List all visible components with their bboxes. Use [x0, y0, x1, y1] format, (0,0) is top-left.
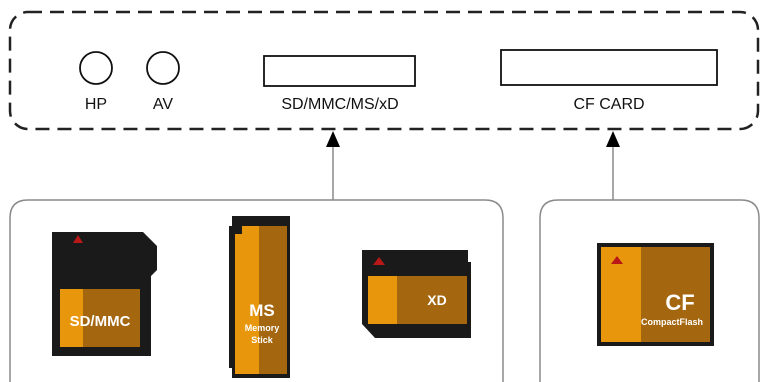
hp-jack-icon	[79, 51, 113, 85]
compactflash-card: CF CompactFlash	[597, 243, 714, 346]
xd-card-label: XD	[427, 292, 446, 308]
cf-card-slot	[500, 49, 718, 86]
xd-card-marker-icon	[373, 257, 385, 265]
cf-card-marker-icon	[611, 256, 623, 264]
sd-card-label: SD/MMC	[70, 313, 131, 330]
sd-mmc-ms-xd-slot-label: SD/MMC/MS/xD	[281, 96, 398, 113]
sd-mmc-ms-xd-slot	[263, 55, 416, 87]
sd-slot-arrowhead-icon	[326, 131, 340, 147]
ms-card-title: MS	[249, 301, 275, 320]
av-label: AV	[153, 96, 173, 113]
memory-stick-card: MS Memory Stick	[229, 216, 290, 378]
sd-mmc-card: SD/MMC	[52, 232, 157, 356]
small-cards-box	[9, 199, 504, 382]
cf-card-subtitle: CompactFlash	[641, 317, 703, 327]
cf-card-slot-label: CF CARD	[573, 96, 644, 113]
ms-card-line2: Stick	[251, 335, 274, 345]
xd-card: XD	[362, 250, 471, 338]
cf-card-title: CF	[665, 290, 694, 315]
cf-slot-arrowhead-icon	[606, 131, 620, 147]
hp-label: HP	[85, 96, 107, 113]
sd-card-marker-icon	[73, 235, 83, 243]
cf-card-box	[539, 199, 760, 382]
device-front-panel	[8, 10, 760, 131]
ms-card-line1: Memory	[245, 323, 280, 333]
av-jack-icon	[146, 51, 180, 85]
